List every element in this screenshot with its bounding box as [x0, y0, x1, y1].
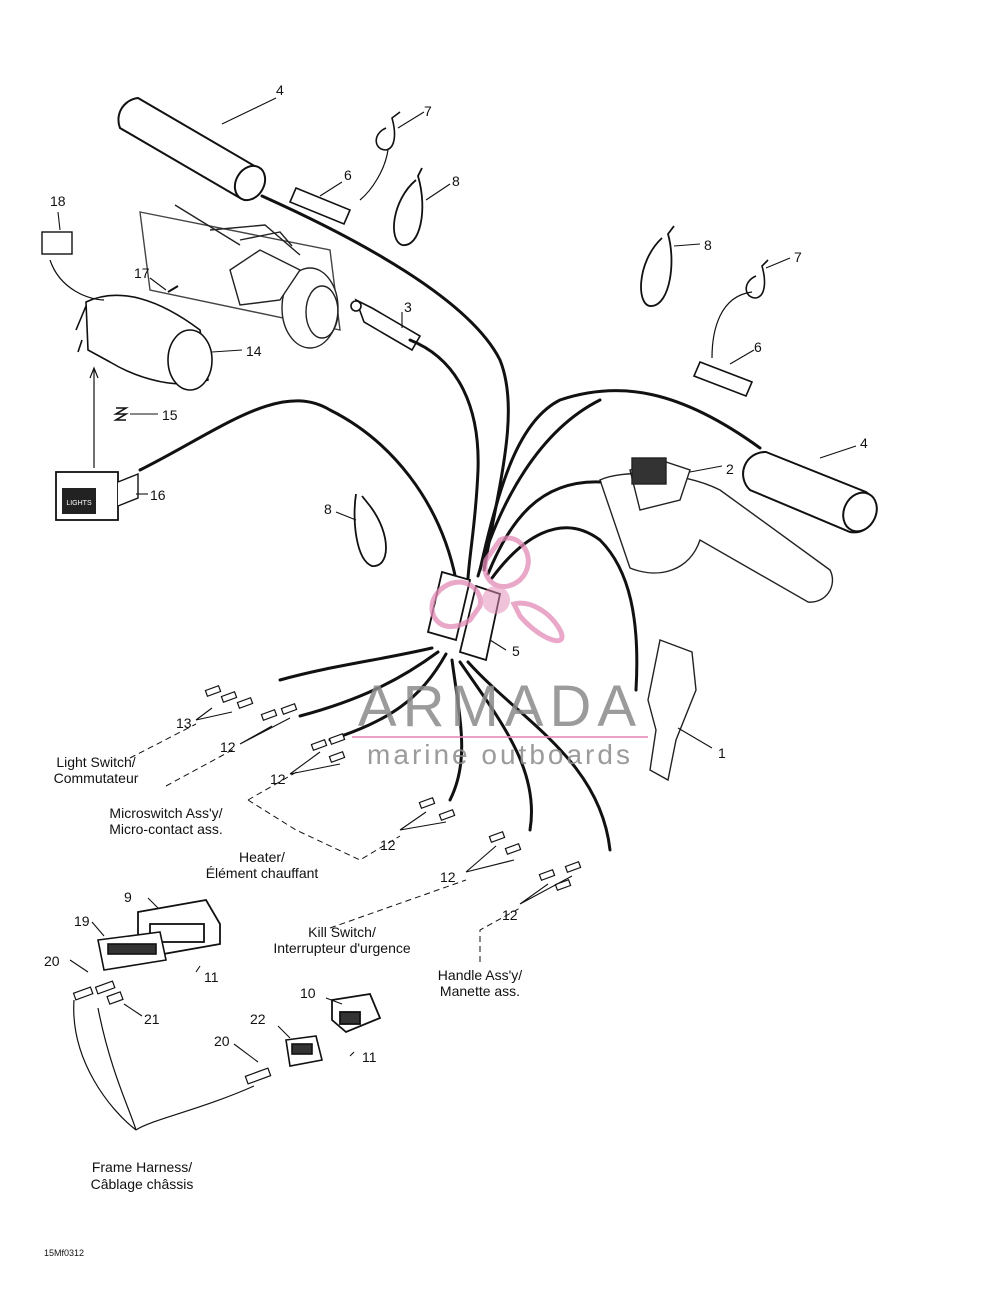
- label-microswitch-2: Micro-contact ass.: [109, 821, 223, 837]
- label-heater-1: Heater/: [239, 849, 285, 865]
- callout-2: 2: [726, 461, 734, 477]
- label-frame-harness-2: Câblage châssis: [91, 1176, 194, 1192]
- right-handlebar: [599, 457, 834, 603]
- callout-8: 8: [452, 173, 460, 189]
- ties-8: [353, 167, 675, 567]
- callout-1: 1: [718, 745, 726, 761]
- light-switch-16: LIGHTS: [55, 471, 139, 521]
- switch-marking: LIGHTS: [66, 500, 92, 507]
- label-microswitch-1: Microswitch Ass'y/: [109, 805, 222, 821]
- connector-22: [285, 1035, 323, 1067]
- callout-8b: 8: [704, 237, 712, 253]
- callout-17: 17: [134, 265, 150, 281]
- callout-7: 7: [424, 103, 432, 119]
- junction-5: [426, 570, 502, 662]
- right-grip: [742, 450, 878, 534]
- part-labels: Light Switch/ Commutateur Microswitch As…: [54, 754, 523, 1192]
- bracket-1: [647, 639, 697, 782]
- leader-lines: [57, 97, 857, 1063]
- callout-11b: 11: [362, 1049, 377, 1065]
- callout-4b: 4: [860, 435, 868, 451]
- dashed-leaders: [129, 723, 521, 962]
- label-heater-2: Élément chauffant: [206, 865, 319, 881]
- callout-3: 3: [404, 299, 412, 315]
- pins-20-21: [72, 980, 272, 1085]
- tie-left-7: [375, 111, 401, 151]
- callout-22: 22: [250, 1011, 266, 1027]
- label-frame-harness-1: Frame Harness/: [92, 1159, 192, 1175]
- callout-16: 16: [150, 487, 166, 503]
- callout-19: 19: [74, 913, 90, 929]
- left-grip: [117, 96, 267, 202]
- frame-harness-lines: [73, 999, 255, 1131]
- connector-10: [331, 993, 382, 1034]
- callout-20b: 20: [214, 1033, 230, 1049]
- label-handle-1: Handle Ass'y/: [438, 967, 522, 983]
- callout-20: 20: [44, 953, 60, 969]
- harness-wires: [138, 194, 762, 852]
- left-handlebar: [139, 204, 341, 349]
- callout-4: 4: [276, 82, 284, 98]
- arrow-7-6-left: [359, 149, 389, 201]
- terminals: [204, 685, 582, 891]
- callout-10: 10: [300, 985, 316, 1001]
- callout-6: 6: [344, 167, 352, 183]
- callout-12: 12: [220, 739, 236, 755]
- callout-5: 5: [512, 643, 520, 659]
- sleeve-right: [692, 360, 754, 398]
- label-kill-switch-2: Interrupteur d'urgence: [273, 940, 411, 956]
- tie-right-7: [745, 259, 769, 299]
- callout-21: 21: [144, 1011, 160, 1027]
- label-light-switch-2: Commutateur: [54, 770, 139, 786]
- arrow-18: [49, 259, 105, 301]
- callout-11: 11: [204, 969, 219, 985]
- label-kill-switch-1: Kill Switch/: [308, 924, 376, 940]
- sleeve-left: [288, 186, 352, 226]
- callout-12e: 12: [502, 907, 518, 923]
- housing-14: [75, 294, 213, 391]
- callout-12c: 12: [380, 837, 396, 853]
- connector-19: [97, 931, 167, 971]
- callout-7b: 7: [794, 249, 802, 265]
- callout-13: 13: [176, 715, 192, 731]
- arrow-7-6-right: [711, 291, 753, 359]
- label-handle-2: Manette ass.: [440, 983, 520, 999]
- figure-code: 15Mf0312: [44, 1248, 84, 1258]
- callouts: 1 2 3 4 4 5 6 6 7 7 8 8 8 9 10 11 11 11 …: [44, 82, 868, 1065]
- callout-12b: 12: [270, 771, 286, 787]
- screw-17: [167, 285, 179, 293]
- callout-15: 15: [162, 407, 178, 423]
- callout-18: 18: [50, 193, 66, 209]
- callout-14: 14: [246, 343, 262, 359]
- arrow-up-14: [89, 366, 99, 468]
- label-light-switch-1: Light Switch/: [56, 754, 135, 770]
- callout-12d: 12: [440, 869, 456, 885]
- callout-6b: 6: [754, 339, 762, 355]
- callout-8c: 8: [324, 501, 332, 517]
- label-18: [41, 231, 73, 255]
- spring-15: [113, 407, 129, 421]
- callout-9: 9: [124, 889, 132, 905]
